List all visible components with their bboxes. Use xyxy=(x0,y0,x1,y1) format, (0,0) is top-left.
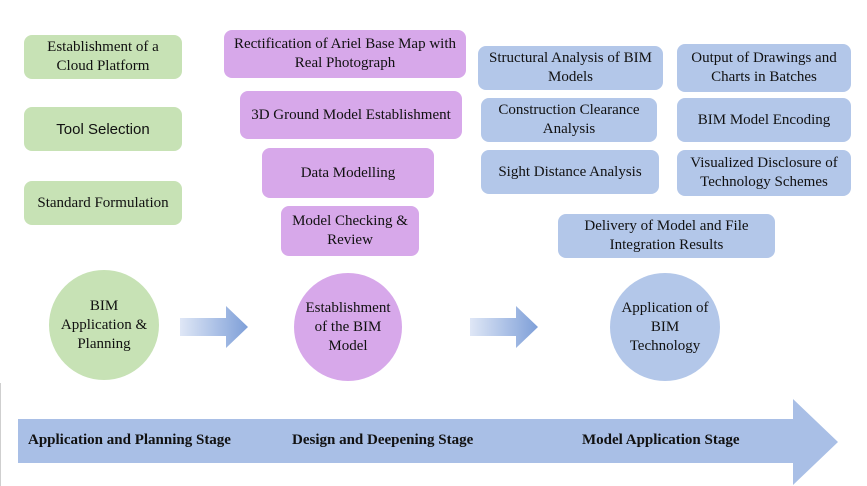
timeline-arrow xyxy=(18,399,838,485)
task-construction-clearance: Construction Clearance Analysis xyxy=(481,98,657,142)
left-edge-divider xyxy=(0,383,1,486)
task-tool-selection: Tool Selection xyxy=(24,107,182,151)
task-rectification-base-map: Rectification of Ariel Base Map with Rea… xyxy=(224,30,466,78)
task-structural-analysis: Structural Analysis of BIM Models xyxy=(478,46,663,90)
task-data-modelling: Data Modelling xyxy=(262,148,434,198)
stage-label-design-deepening: Design and Deepening Stage xyxy=(292,432,474,448)
task-bim-model-encoding: BIM Model Encoding xyxy=(677,98,851,142)
task-visualized-disclosure: Visualized Disclosure of Technology Sche… xyxy=(677,150,851,196)
task-delivery-integration: Delivery of Model and File Integration R… xyxy=(558,214,775,258)
arrow-stage2-to-stage3 xyxy=(470,306,538,348)
circle-establishment-bim-model: Establishment of the BIM Model xyxy=(294,273,402,381)
task-cloud-platform: Establishment of a Cloud Platform xyxy=(24,35,182,79)
task-standard-formulation: Standard Formulation xyxy=(24,181,182,225)
circle-application-bim-technology: Application of BIM Technology xyxy=(610,273,720,381)
task-output-drawings: Output of Drawings and Charts in Batches xyxy=(677,44,851,92)
arrow-stage1-to-stage2 xyxy=(180,306,248,348)
stage-label-application-planning: Application and Planning Stage xyxy=(28,432,231,448)
task-3d-ground-model: 3D Ground Model Establishment xyxy=(240,91,462,139)
circle-bim-application-planning: BIM Application & Planning xyxy=(49,270,159,380)
task-sight-distance: Sight Distance Analysis xyxy=(481,150,659,194)
stage-label-model-application: Model Application Stage xyxy=(582,432,740,448)
task-model-checking: Model Checking & Review xyxy=(281,206,419,256)
